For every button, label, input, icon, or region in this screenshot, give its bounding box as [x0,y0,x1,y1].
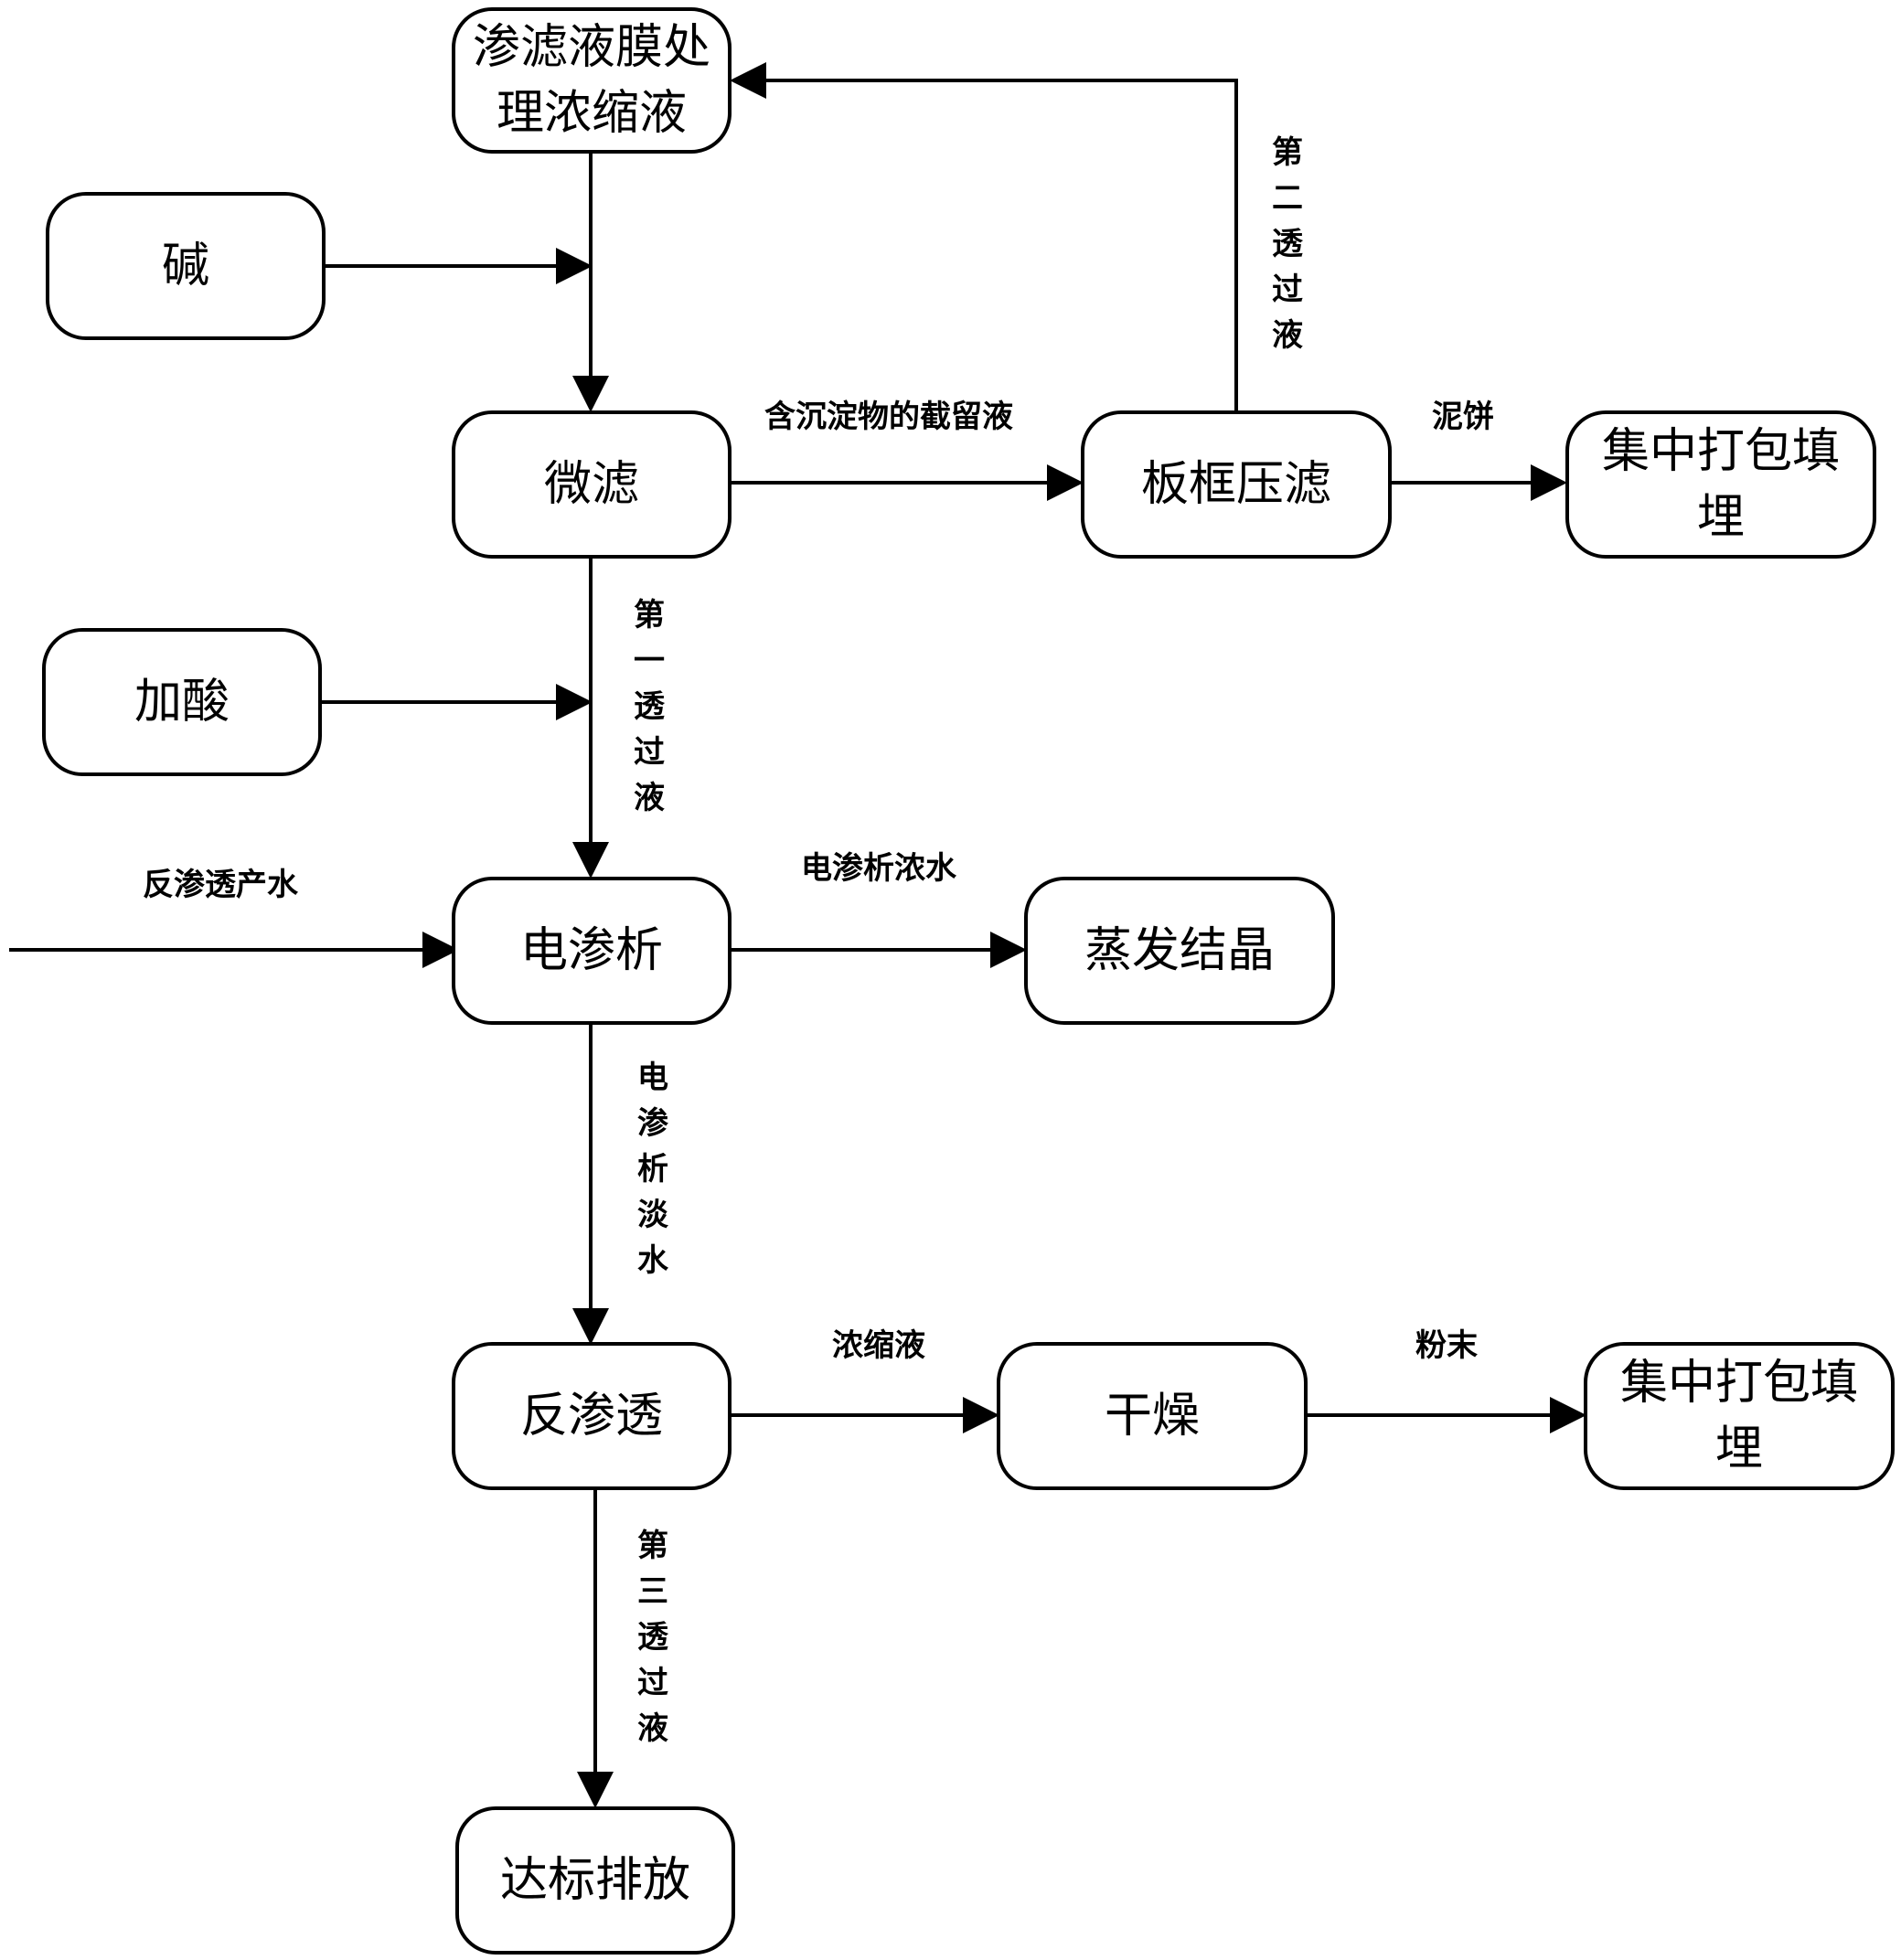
label-second-permeate: 第二透过液 [1272,134,1303,354]
node-discharge-label: 达标排放 [499,1853,690,1908]
node-microfiltration: 微滤 [452,410,732,559]
node-electrodialysis: 电渗析 [452,877,732,1025]
label-powder: 粉末 [1415,1327,1478,1364]
node-reverse-osmosis-label: 反渗透 [519,1389,663,1443]
node-plate-frame-press-label: 板框压滤 [1140,457,1331,512]
node-acid: 加酸 [42,628,322,776]
node-electrodialysis-label: 电渗析 [519,923,663,978]
label-ed-dilute: 电渗析淡水 [637,1060,668,1279]
edge-press-to-concentrate [730,62,1238,410]
node-plate-frame-press: 板框压滤 [1081,410,1392,559]
node-discharge: 达标排放 [455,1806,735,1955]
node-landfill-1: 集中打包填埋 [1565,410,1876,559]
label-ed-concentrate: 电渗析浓水 [801,850,956,887]
node-leachate-concentrate-label: 渗滤液膜处理浓缩液 [472,20,710,141]
node-drying-label: 干燥 [1104,1389,1200,1443]
node-evaporation-label: 蒸发结晶 [1084,923,1275,978]
node-evaporation: 蒸发结晶 [1024,877,1335,1025]
node-landfill-1-label: 集中打包填埋 [1601,424,1840,545]
node-landfill-2: 集中打包填埋 [1584,1342,1895,1490]
node-landfill-2-label: 集中打包填埋 [1619,1356,1858,1476]
node-microfiltration-label: 微滤 [543,457,639,512]
label-third-permeate: 第三透过液 [637,1528,668,1747]
label-first-permeate: 第一透过液 [634,597,665,816]
node-alkali: 碱 [46,192,326,340]
node-alkali-label: 碱 [161,239,209,293]
node-drying: 干燥 [997,1342,1308,1490]
label-mud-cake: 泥饼 [1432,399,1494,435]
label-concentrate: 浓缩液 [832,1327,925,1364]
node-leachate-concentrate: 渗滤液膜处理浓缩液 [452,7,732,154]
label-retentate-with-precipitate: 含沉淀物的截留液 [764,399,1013,435]
node-acid-label: 加酸 [133,675,230,730]
node-reverse-osmosis: 反渗透 [452,1342,732,1490]
label-ro-product-water: 反渗透产水 [143,867,298,903]
